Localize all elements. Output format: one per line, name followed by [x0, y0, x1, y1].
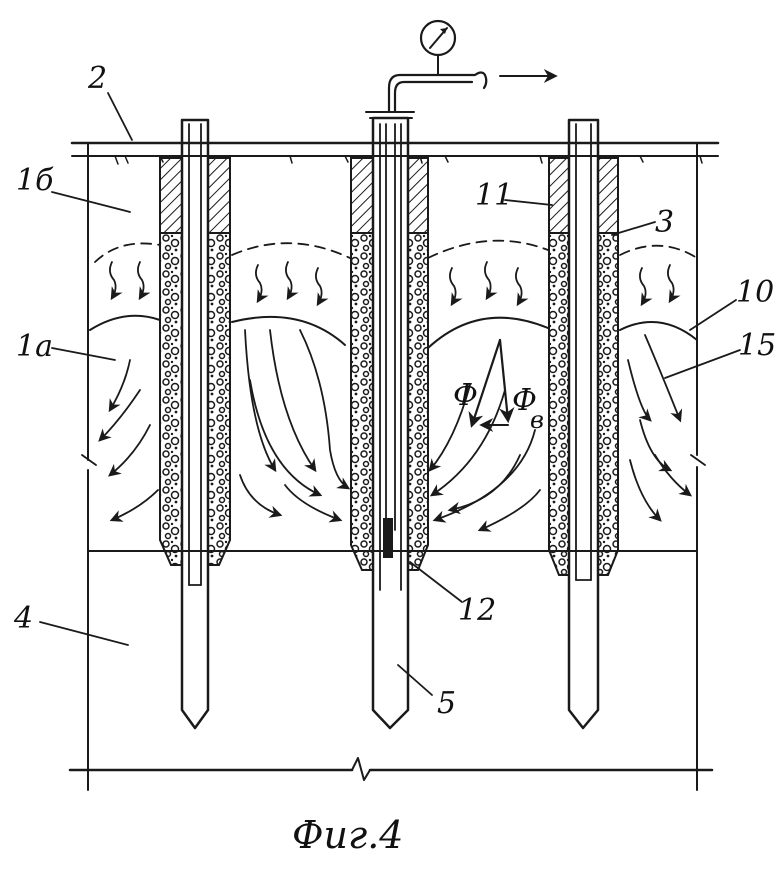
leader-lines: [39, 92, 741, 696]
water-surface-mounds: [89, 314, 698, 349]
label-1b: 1б: [16, 163, 54, 198]
label-phi-v: Ф: [512, 383, 537, 418]
label-1a: 1а: [16, 329, 53, 364]
pump-element: [383, 518, 393, 558]
figure-caption: Фиг.4: [292, 813, 403, 857]
label-5: 5: [437, 686, 456, 721]
label-10: 10: [736, 275, 774, 310]
label-3: 3: [655, 205, 674, 240]
label-15: 15: [738, 328, 776, 363]
well-center: [350, 19, 558, 730]
label-12: 12: [458, 593, 496, 628]
well-right: [548, 118, 619, 730]
label-phi-v-subscript: в: [530, 406, 544, 434]
force-vectors: [468, 338, 515, 432]
flow-lines: [98, 329, 693, 532]
label-phi: Ф: [453, 378, 478, 413]
pressure-gauge-icon: [419, 19, 457, 57]
infiltration-arrows: [109, 261, 681, 307]
initial-water-level: [94, 239, 698, 263]
well-left: [159, 118, 231, 730]
label-11: 11: [475, 178, 513, 213]
label-2: 2: [87, 61, 107, 96]
label-4: 4: [13, 601, 33, 636]
